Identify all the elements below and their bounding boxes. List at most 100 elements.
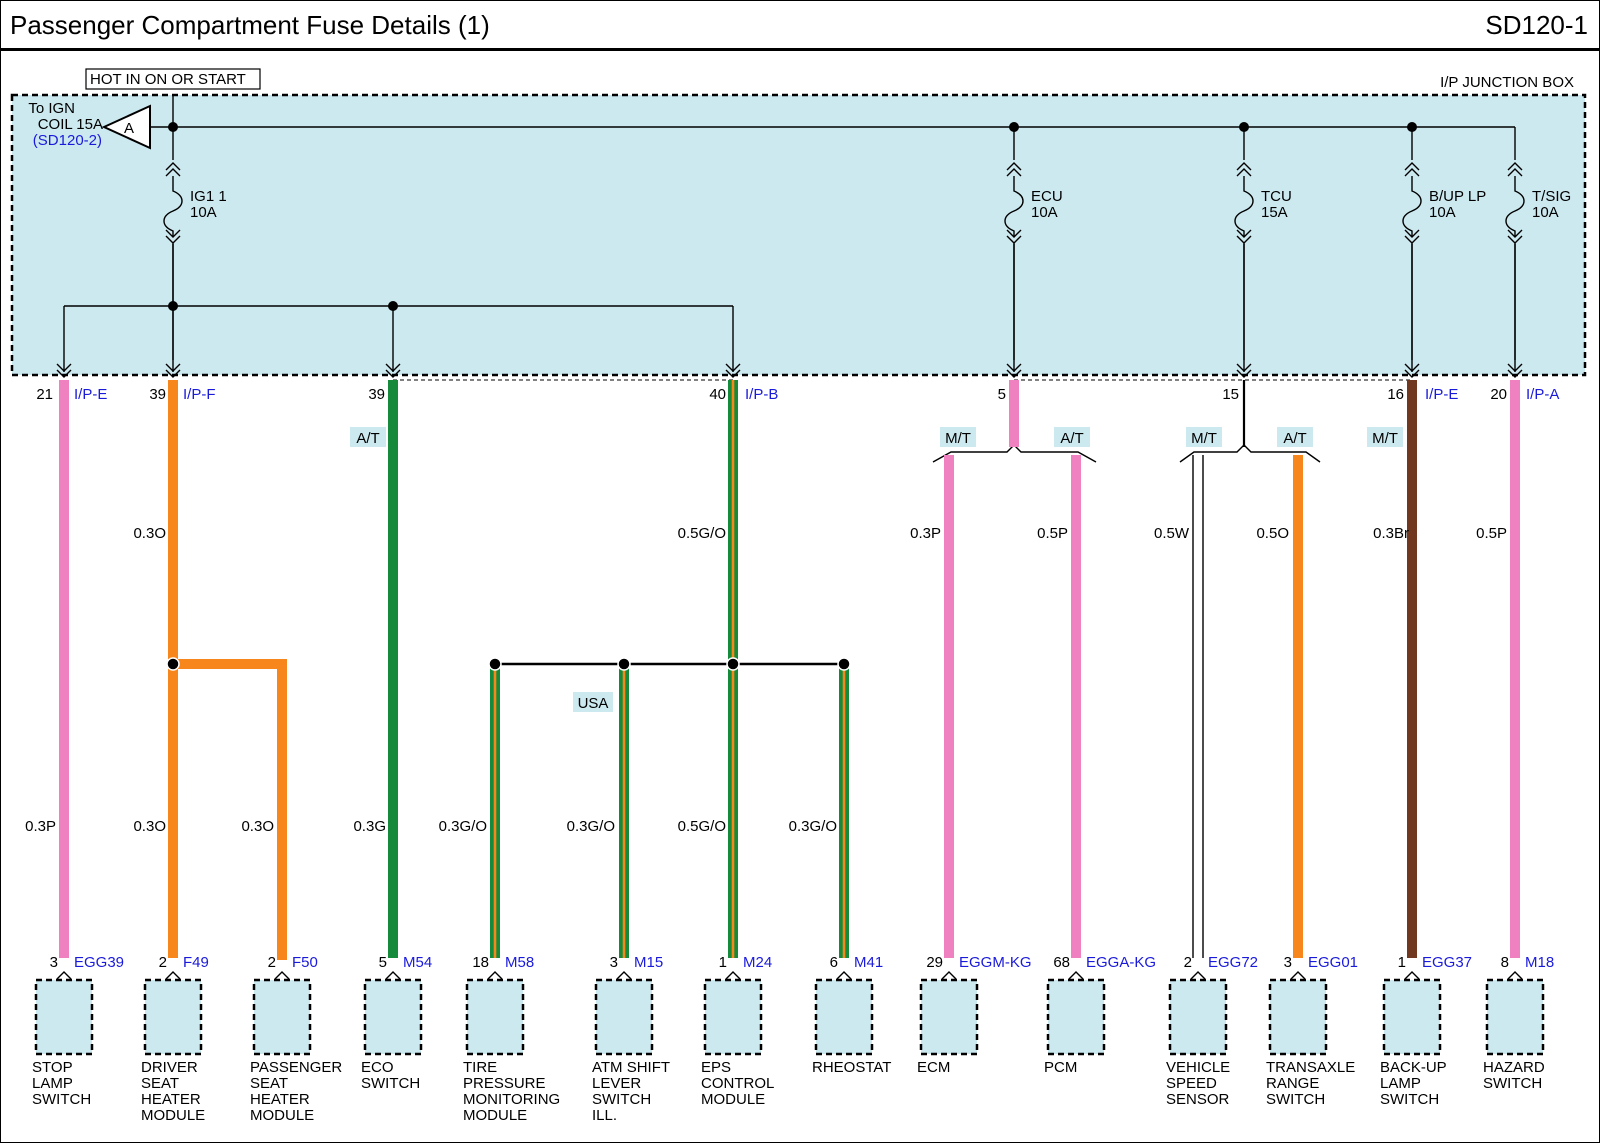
component-name-line: ECO [361,1059,394,1076]
terminal-icon [1404,363,1420,378]
junction-dot [1239,122,1249,132]
wire-size-label: 0.3G/O [439,818,487,835]
component-name-line: SWITCH [1266,1091,1325,1108]
terminal-icon [1507,363,1523,378]
component-box [1046,978,1106,1056]
component-name-line: SENSOR [1166,1091,1230,1108]
component-box [252,978,312,1056]
component-name-line: HAZARD [1483,1059,1545,1076]
wire-size-label: 0.3O [133,818,166,835]
fuse-gap [1507,160,1523,244]
fuse-rating: 10A [1031,204,1058,221]
source-line1: To IGN [28,100,75,117]
option-tag: A/T [356,430,379,447]
component-name-line: SWITCH [32,1091,91,1108]
component-name-line: SEAT [250,1075,288,1092]
top-pin-number: 20 [1490,386,1507,403]
junction-dot [168,301,178,311]
hot-in-box [85,68,261,90]
junction-dots [56,122,1523,378]
component-terminal-icon [1404,971,1420,980]
wire-size-label: 0.5G/O [678,525,726,542]
component-name-line: SEAT [141,1075,179,1092]
fuse-clip-top-icon [1006,162,1022,177]
component-name-line: MONITORING [463,1091,560,1108]
wire-size-label: 0.5O [1256,525,1289,542]
component-box [465,978,525,1056]
component-box [1268,978,1328,1056]
component-connector: F50 [292,954,318,971]
component-terminal-icon [1068,971,1084,980]
component-pin: 2 [1184,954,1192,971]
junction-dot [168,122,178,132]
terminal-icon [725,363,741,378]
tcu-option-split [1179,444,1321,463]
fuse-element-icon [1402,176,1422,236]
top-pin-number: 40 [709,386,726,403]
wire-size-label: 0.3G/O [567,818,615,835]
component-name-line: MODULE [463,1107,527,1124]
wire-size-label: 0.5P [1037,525,1068,542]
component-box [363,978,423,1056]
option-tag: A/T [1283,430,1306,447]
component-name-line: PRESSURE [463,1075,546,1092]
component-terminal-icon [274,971,290,980]
wire-size-label: 0.3O [133,525,166,542]
fuse-element-icon [1004,176,1024,236]
splice-dot [617,657,631,671]
component-name-line: ILL. [592,1107,617,1124]
fuse-rating: 15A [1261,204,1288,221]
component-terminal-icon [56,971,72,980]
component-terminal-icon [1190,971,1206,980]
component-pin: 2 [268,954,276,971]
component-name-line: LAMP [1380,1075,1421,1092]
terminal-icon [1006,363,1022,378]
component-name-line: MODULE [141,1107,205,1124]
splice-dot [166,657,180,671]
wire-size-label: 0.3Br [1373,525,1409,542]
fuse-name: T/SIG [1532,188,1571,205]
component-name-line: STOP [32,1059,73,1076]
component-connector: EGGM-KG [959,954,1032,971]
terminal-icon [165,363,181,378]
page-code: SD120-1 [1485,10,1588,40]
component-terminal-icon [941,971,957,980]
option-tag-box [573,692,613,712]
component-connector: EGG72 [1208,954,1258,971]
page-header: Passenger Compartment Fuse Details (1) S… [0,0,1600,51]
component-name-line: TRANSAXLE [1266,1059,1355,1076]
component-terminal-icon [836,971,852,980]
component-connector: M41 [854,954,883,971]
option-tag-box [350,427,386,447]
top-pin-number: 5 [998,386,1006,403]
wire-size-label: 0.5P [1476,525,1507,542]
component-box [34,978,94,1056]
component-terminal-icon [725,971,741,980]
top-pin-number: 21 [36,386,53,403]
component-connector: EGG39 [74,954,124,971]
fuse-name: IG1 1 [190,188,227,205]
option-tag-box [1277,427,1313,447]
splice-dot [837,657,851,671]
option-tag: A/T [1060,430,1083,447]
component-name-line: TIRE [463,1059,497,1076]
component-name-line: BACK-UP [1380,1059,1447,1076]
component-pin: 2 [159,954,167,971]
component-name-line: LEVER [592,1075,641,1092]
component-connector: EGGA-KG [1086,954,1156,971]
component-box [143,978,203,1056]
fuse-gap [1006,160,1022,244]
component-name-line: SWITCH [1380,1091,1439,1108]
